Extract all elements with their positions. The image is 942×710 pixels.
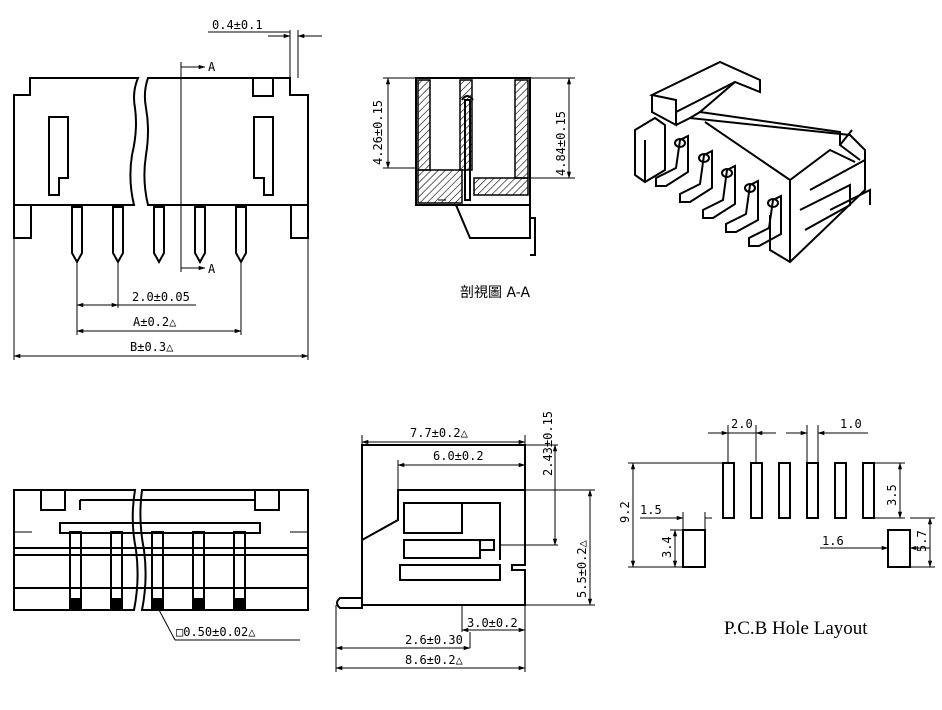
pcb-pad-offset: 1.5 — [640, 503, 662, 517]
pcb-caption: P.C.B Hole Layout — [724, 618, 868, 639]
dim-pin-square: □0.50±0.02△ — [176, 625, 256, 639]
pcb-pitch: 2.0 — [731, 417, 753, 431]
dim-pitch: 2.0±0.05 — [132, 290, 190, 304]
bottom-view: □0.50±0.02△ — [13, 489, 309, 641]
pcb-layout: 2.0 1.0 9.2 1.5 3.4 3.5 1.6 — [618, 417, 935, 639]
dim-width-total-top: 7.7±0.2△ — [410, 426, 469, 440]
dim-a: A±0.2△ — [133, 315, 177, 329]
section-caption: 剖視圖 A-A — [460, 285, 530, 301]
iso-pins — [655, 134, 782, 247]
pcb-slots — [722, 462, 875, 519]
pcb-pad-width: 1.6 — [822, 534, 844, 548]
dim-side-width: 8.6±0.2△ — [405, 653, 464, 667]
pcb-pad-height: 3.4 — [660, 536, 674, 558]
section-marker-top: A — [208, 60, 216, 74]
dim-height-offset: 2.43±0.15 — [541, 411, 555, 476]
pcb-pad-right — [887, 529, 911, 568]
dim-base-left: 2.6±0.30 — [405, 633, 463, 647]
pcb-slot-height: 3.5 — [885, 484, 899, 506]
front-pins — [71, 206, 247, 265]
pcb-pad-left — [682, 529, 706, 568]
dim-height-right: 4.84±0.15 — [554, 111, 568, 176]
pcb-pad-right-height: 5.7 — [915, 530, 929, 552]
pcb-overall-height: 9.2 — [618, 501, 632, 523]
dim-pin-width: 0.4±0.1 — [212, 18, 263, 32]
bottom-pins — [69, 531, 246, 609]
dim-width-inner: 6.0±0.2 — [433, 449, 484, 463]
side-view: 7.7±0.2△ 6.0±0.2 2.43±0.15 5.5±0.2△ 3.0±… — [335, 411, 595, 672]
isometric-view — [634, 60, 871, 264]
dim-b: B±0.3△ — [130, 340, 174, 354]
dim-height-left: 4.26±0.15 — [371, 100, 385, 165]
dim-base-right: 3.0±0.2 — [467, 616, 518, 630]
front-view: A A 0.4±0.1 2.0±0.05 A±0.2△ B±0.3△ — [13, 18, 322, 360]
dim-side-height: 5.5±0.2△ — [575, 539, 589, 598]
pcb-slot-width: 1.0 — [840, 417, 862, 431]
section-marker-bottom: A — [208, 262, 216, 276]
section-view: 4.26±0.15 4.84±0.15 剖視圖 A-A — [371, 77, 575, 301]
